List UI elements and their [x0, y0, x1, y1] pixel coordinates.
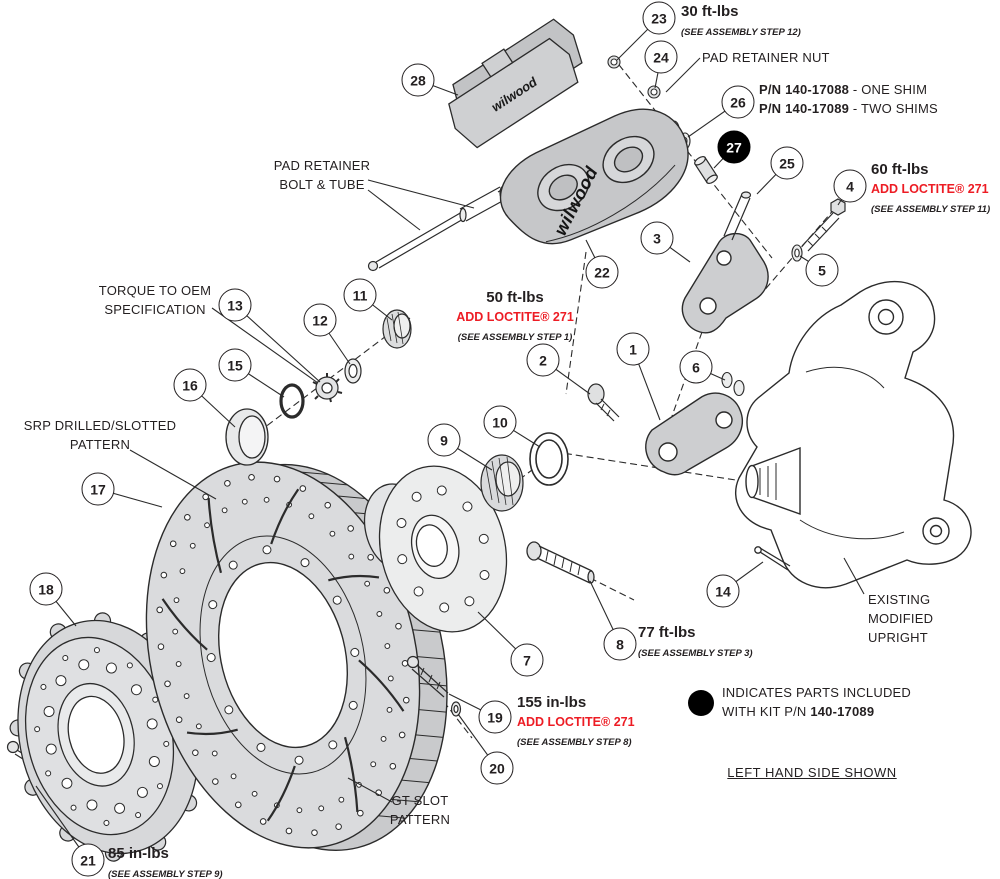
callout-17: 17 [81, 472, 115, 506]
label-leader-pad-retainer-nut [665, 57, 701, 93]
callout-22: 22 [585, 255, 619, 289]
callout-3: 3 [640, 221, 674, 255]
part-rotor-hat [9, 612, 207, 862]
part-spindle-nut [312, 373, 343, 403]
callout-26: 26 [721, 85, 755, 119]
part-countersunk-bolt [587, 383, 620, 422]
label-leader-pad-retainer-bolt [367, 189, 421, 231]
callout-27: 27 [717, 130, 751, 164]
callout-16: 16 [173, 368, 207, 402]
kit-indicator-dot [688, 690, 714, 716]
part-caliper: wilwood [499, 108, 689, 245]
part-hub [363, 465, 508, 633]
part-rotor-bolt [406, 655, 449, 698]
part-dust-cap [225, 408, 269, 466]
part-o-ring [279, 383, 305, 419]
callout-6: 6 [679, 350, 713, 384]
callout-8: 8 [603, 627, 637, 661]
label-leader-srp-pattern [129, 449, 217, 500]
callout-1: 1 [616, 332, 650, 366]
callout-18: 18 [29, 572, 63, 606]
callout-19: 19 [478, 700, 512, 734]
callout-23: 23 [642, 1, 676, 35]
part-inner-bearing [480, 454, 524, 512]
label-leader-pad-retainer-bolt [367, 179, 475, 209]
callout-24: 24 [644, 40, 678, 74]
callout-5: 5 [805, 253, 839, 287]
label-leader-existing-upright [843, 557, 865, 595]
callout-leader-13 [234, 304, 321, 383]
callout-11: 11 [343, 278, 377, 312]
callout-14: 14 [706, 574, 740, 608]
callout-13: 13 [218, 288, 252, 322]
callout-15: 15 [218, 348, 252, 382]
callout-2: 2 [526, 343, 560, 377]
callout-21: 21 [71, 843, 105, 877]
part-mount-stud [723, 191, 752, 241]
part-hex-bolt [801, 198, 846, 252]
label-torque-77: 77 ft-lbs(SEE ASSEMBLY STEP 3) [638, 624, 753, 659]
callout-20: 20 [480, 751, 514, 785]
label-pad-retainer-nut: PAD RETAINER NUT [702, 50, 830, 65]
callout-4: 4 [833, 169, 867, 203]
callout-28: 28 [401, 63, 435, 97]
part-outer-bearing [382, 309, 412, 349]
part-upright [734, 280, 972, 589]
part-spindle-washer [344, 358, 362, 384]
part-cotter-pin [754, 546, 791, 571]
part-spacer [694, 156, 718, 184]
part-brake-pad: wilwood [448, 18, 583, 149]
part-bolt-washer [791, 244, 803, 262]
label-left-hand-side: LEFT HAND SIDE SHOWN [727, 765, 897, 780]
label-torque-30: 30 ft-lbs(SEE ASSEMBLY STEP 12) [681, 3, 801, 38]
callout-25: 25 [770, 146, 804, 180]
callout-12: 12 [303, 303, 337, 337]
part-washer-pair [721, 371, 745, 397]
part-caliper-bracket [681, 233, 769, 334]
callout-9: 9 [427, 423, 461, 457]
part-retainer-nuts [607, 55, 661, 99]
part-seal [529, 432, 569, 486]
callout-10: 10 [483, 405, 517, 439]
label-torque-85: 85 in-lbs(SEE ASSEMBLY STEP 9) [108, 845, 223, 879]
part-rotor [145, 461, 448, 851]
part-bridge-arm [645, 392, 744, 476]
part-rotor-bolt-washer [450, 701, 462, 717]
callout-7: 7 [510, 643, 544, 677]
label-leader-gt-slot [347, 777, 393, 803]
